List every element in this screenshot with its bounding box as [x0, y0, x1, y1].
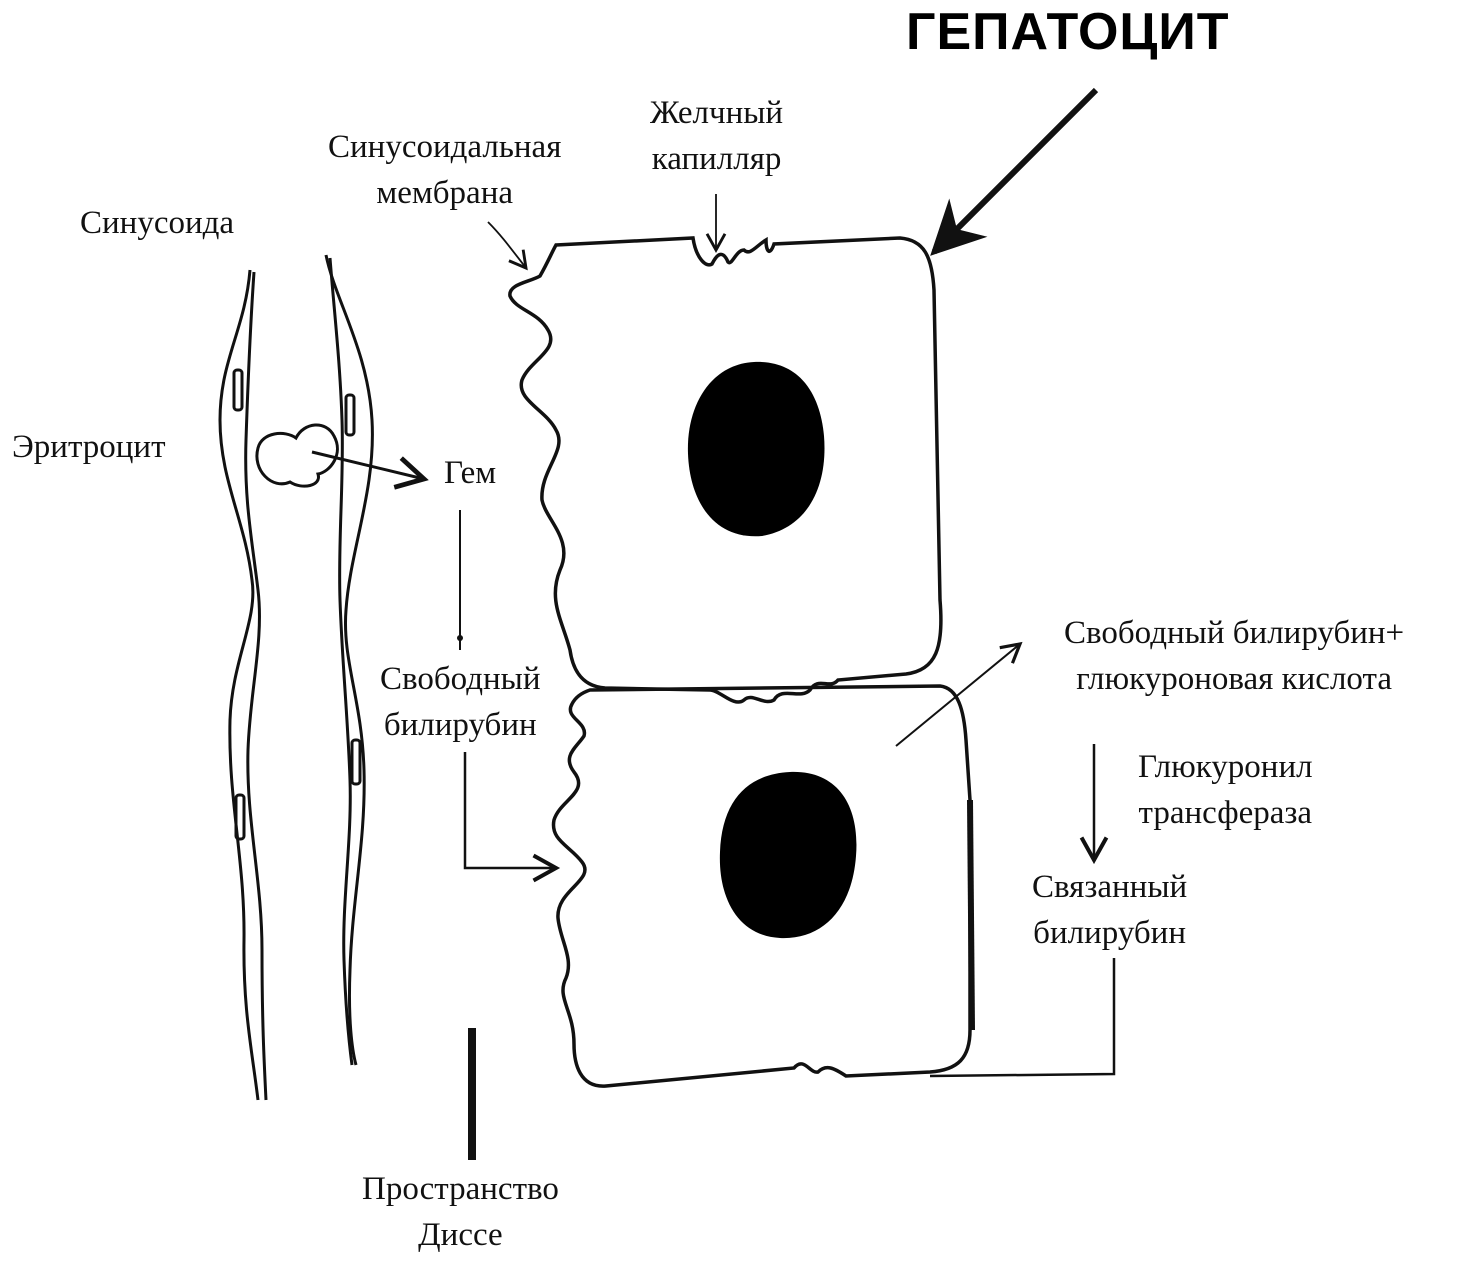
label-space-of-disse-line-2: Диссе: [418, 1217, 503, 1253]
label-space-of-disse-line-1: Пространство: [362, 1171, 559, 1207]
arrow-title-to-hepatocyte: [930, 87, 1099, 256]
label-sinusoidal-membrane: Синусоидальная мембрана: [328, 124, 561, 216]
arrow-hepatocyte-to-conjugation: [895, 641, 1023, 747]
arrow-erythrocyte-to-heme: [311, 450, 429, 490]
sinusoid-wall-right-inner: [328, 257, 354, 1066]
label-free-bilirubin-line-1: Свободный: [380, 661, 541, 697]
sinusoid-wall-left-outer: [218, 269, 260, 1101]
label-sinusoidal-membrane-line-1: Синусоидальная: [328, 129, 562, 165]
label-sinusoidal-membrane-line-2: мембрана: [376, 175, 514, 211]
sinusoid-walls: [218, 254, 374, 1101]
label-conjugated-bilirubin-line-2: билирубин: [1033, 915, 1186, 951]
arrow-free-bilirubin-to-hepatocyte: [463, 752, 561, 883]
sinusoid-wall-right-outer: [324, 254, 374, 1066]
endothelial-nucleus-2: [344, 393, 356, 437]
label-glucuronyl-transferase-line-2: трансфераза: [1138, 795, 1313, 831]
line-heme-dot: [457, 635, 463, 641]
pointer-sinusoidal-membrane: [487, 221, 528, 271]
endothelial-nucleus-4: [234, 793, 246, 841]
erythrocyte-shape: [255, 423, 339, 488]
hepatocyte-upper-nucleus: [687, 361, 825, 537]
endothelial-nucleus-3: [350, 738, 362, 786]
hepatocyte-lower-outline-inner: [967, 799, 975, 1031]
hepatocyte-upper-outline: [508, 236, 943, 704]
label-bile-capillary-line-2: капилляр: [651, 141, 782, 177]
label-sinusoid: Синусоида: [80, 205, 235, 241]
label-conjugated-bilirubin-line-1: Связанный: [1032, 869, 1188, 905]
arrow-conjugated-bilirubin-to-capillary: [929, 958, 1116, 1078]
label-bile-capillary-line-1: Желчный: [650, 95, 784, 131]
label-free-bilirubin-glucuronic-acid-line-2: глюкуроновая кислота: [1076, 661, 1392, 697]
label-space-of-disse: Пространство Диссе: [362, 1166, 559, 1258]
label-erythrocyte: Эритроцит: [12, 429, 166, 465]
hepatocyte-lower-outline: [551, 684, 972, 1088]
label-bile-capillary: Желчный капилляр: [650, 90, 783, 182]
hepatocyte-lower-nucleus: [719, 771, 857, 939]
label-heme: Гем: [444, 455, 497, 491]
sinusoid-wall-left-inner: [244, 271, 268, 1101]
endothelial-nucleus-1: [232, 368, 244, 412]
label-free-bilirubin-glucuronic-acid: Свободный билирубин+ глюкуроновая кислот…: [1064, 610, 1404, 702]
diagram-title: ГЕПАТОЦИТ: [906, 3, 1230, 61]
label-free-bilirubin-line-2: билирубин: [383, 707, 537, 743]
label-glucuronyl-transferase: Глюкуронил трансфераза: [1138, 744, 1313, 836]
label-free-bilirubin-glucuronic-acid-line-1: Свободный билирубин+: [1064, 615, 1405, 651]
label-conjugated-bilirubin: Связанный билирубин: [1032, 864, 1187, 956]
label-glucuronyl-transferase-line-1: Глюкуронил: [1138, 749, 1313, 785]
label-free-bilirubin: Свободный билирубин: [380, 656, 541, 748]
